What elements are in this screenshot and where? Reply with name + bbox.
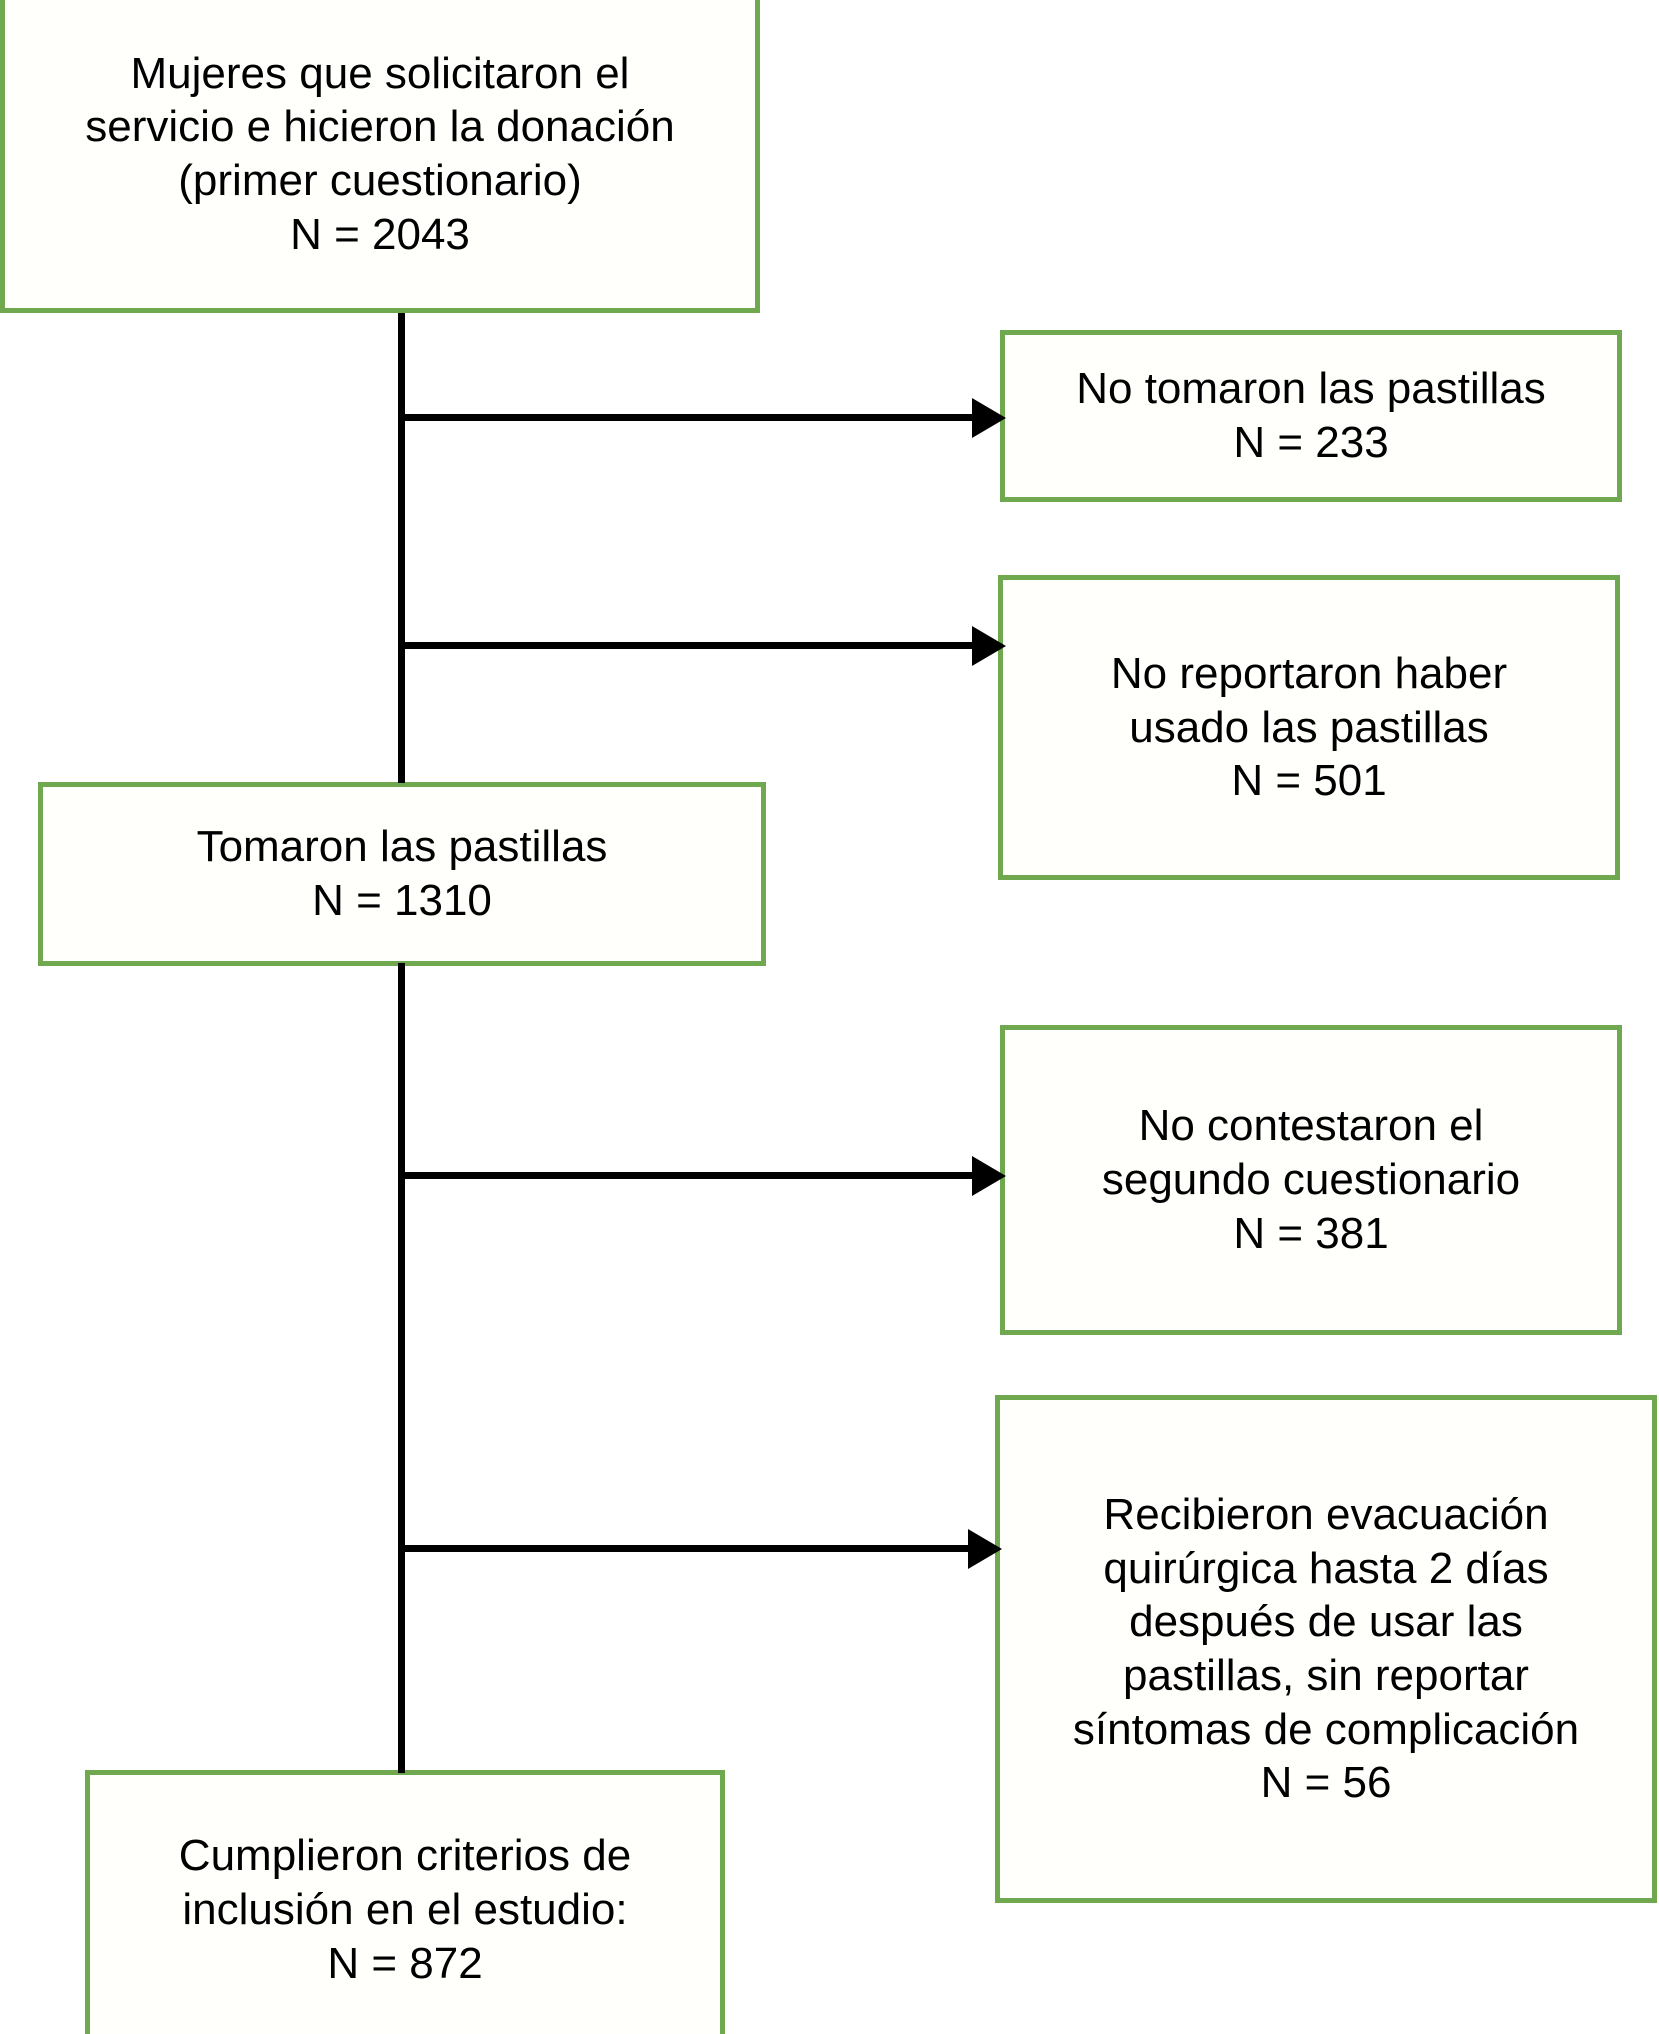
connector-branch-surgical-evacuation: [398, 1545, 972, 1552]
arrow-head-icon-not-reported-used: [972, 626, 1006, 666]
node-exclusion-not-taken: No tomaron las pastillas N = 233: [1000, 330, 1622, 502]
connector-spine-upper: [398, 313, 405, 783]
arrow-head-icon-surgical-evacuation: [968, 1529, 1002, 1569]
node-exclusion-not-taken-label: No tomaron las pastillas N = 233: [1076, 364, 1546, 467]
arrow-head-icon-no-second-questionnaire: [972, 1156, 1006, 1196]
node-exclusion-surgical-evacuation: Recibieron evacuación quirúrgica hasta 2…: [995, 1395, 1657, 1903]
arrow-head-icon-not-taken: [972, 398, 1006, 438]
connector-branch-not-reported-used: [398, 642, 976, 649]
node-exclusion-not-reported-used-label: No reportaron haber usado las pastillas …: [1110, 648, 1508, 806]
node-exclusion-surgical-evacuation-label: Recibieron evacuación quirúrgica hasta 2…: [1072, 1489, 1580, 1808]
connector-branch-no-second-questionnaire: [398, 1172, 976, 1179]
node-included-in-study: Cumplieron criterios de inclusión en el …: [85, 1770, 725, 2034]
connector-spine-lower: [398, 963, 405, 1773]
node-donation-request: Mujeres que solicitaron el servicio e hi…: [0, 0, 760, 313]
node-took-pills: Tomaron las pastillas N = 1310: [38, 782, 766, 966]
node-exclusion-no-second-questionnaire: No contestaron el segundo cuestionario N…: [1000, 1025, 1622, 1335]
node-donation-request-label: Mujeres que solicitaron el servicio e hi…: [85, 48, 675, 259]
connector-branch-not-taken: [398, 414, 976, 421]
node-exclusion-no-second-questionnaire-label: No contestaron el segundo cuestionario N…: [1101, 1101, 1521, 1258]
node-exclusion-not-reported-used: No reportaron haber usado las pastillas …: [998, 575, 1620, 880]
node-included-in-study-label: Cumplieron criterios de inclusión en el …: [178, 1831, 632, 1988]
node-took-pills-label: Tomaron las pastillas N = 1310: [196, 822, 608, 925]
